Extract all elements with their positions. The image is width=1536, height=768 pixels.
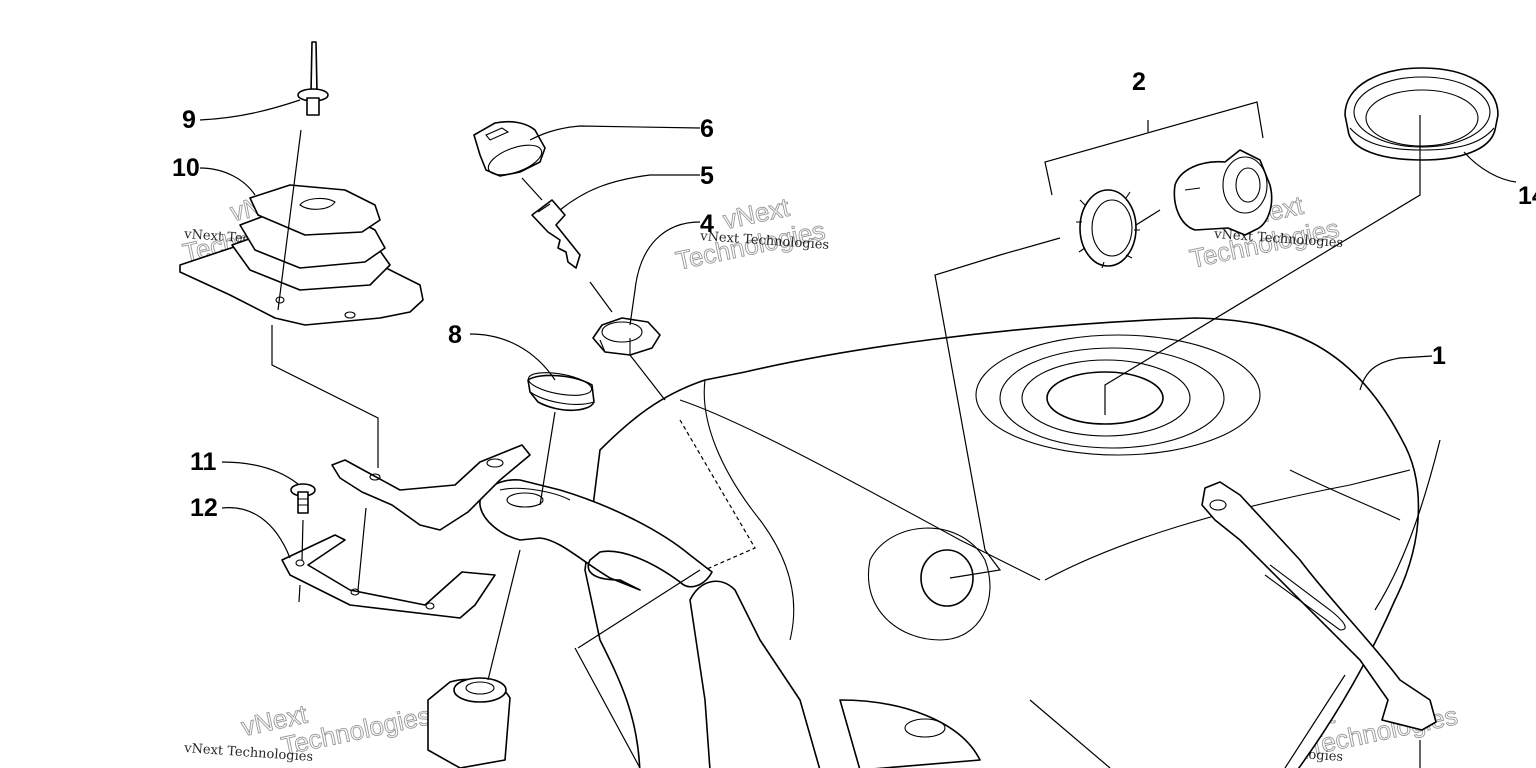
part-9-rivet xyxy=(297,41,329,116)
callout-11: 11 xyxy=(190,448,217,476)
part-bracket-ignition xyxy=(479,479,713,591)
part-10-boot xyxy=(179,184,424,326)
part-12-mount-plate xyxy=(281,534,496,619)
part-14-filler-ring xyxy=(1344,67,1499,161)
callout-8: 8 xyxy=(448,321,462,349)
callout-9: 9 xyxy=(182,106,196,134)
callout-2: 2 xyxy=(1132,68,1146,96)
part-8-cap xyxy=(527,372,595,412)
part-side-rail xyxy=(1201,481,1437,731)
callout-14: 14 xyxy=(1518,182,1536,210)
callout-5: 5 xyxy=(700,162,714,190)
callout-6: 6 xyxy=(700,115,714,143)
callout-4: 4 xyxy=(700,210,714,238)
part-1-tank-cover xyxy=(584,317,1420,768)
part-6-key-cap xyxy=(473,120,546,177)
part-4-nut xyxy=(592,317,661,356)
part-upper-bracket xyxy=(331,444,531,531)
part-ignition-switch xyxy=(427,677,511,768)
part-2-ring xyxy=(1076,189,1140,269)
leader-lines xyxy=(199,99,1517,768)
part-2-cap xyxy=(1173,149,1273,236)
part-11-screw xyxy=(290,483,316,514)
part-5-key xyxy=(531,199,581,269)
callout-labels: 1 2 4 5 6 8 9 10 11 12 14 xyxy=(172,68,1536,522)
callout-12: 12 xyxy=(190,494,218,522)
callout-1: 1 xyxy=(1432,342,1446,370)
callout-10: 10 xyxy=(172,154,200,182)
